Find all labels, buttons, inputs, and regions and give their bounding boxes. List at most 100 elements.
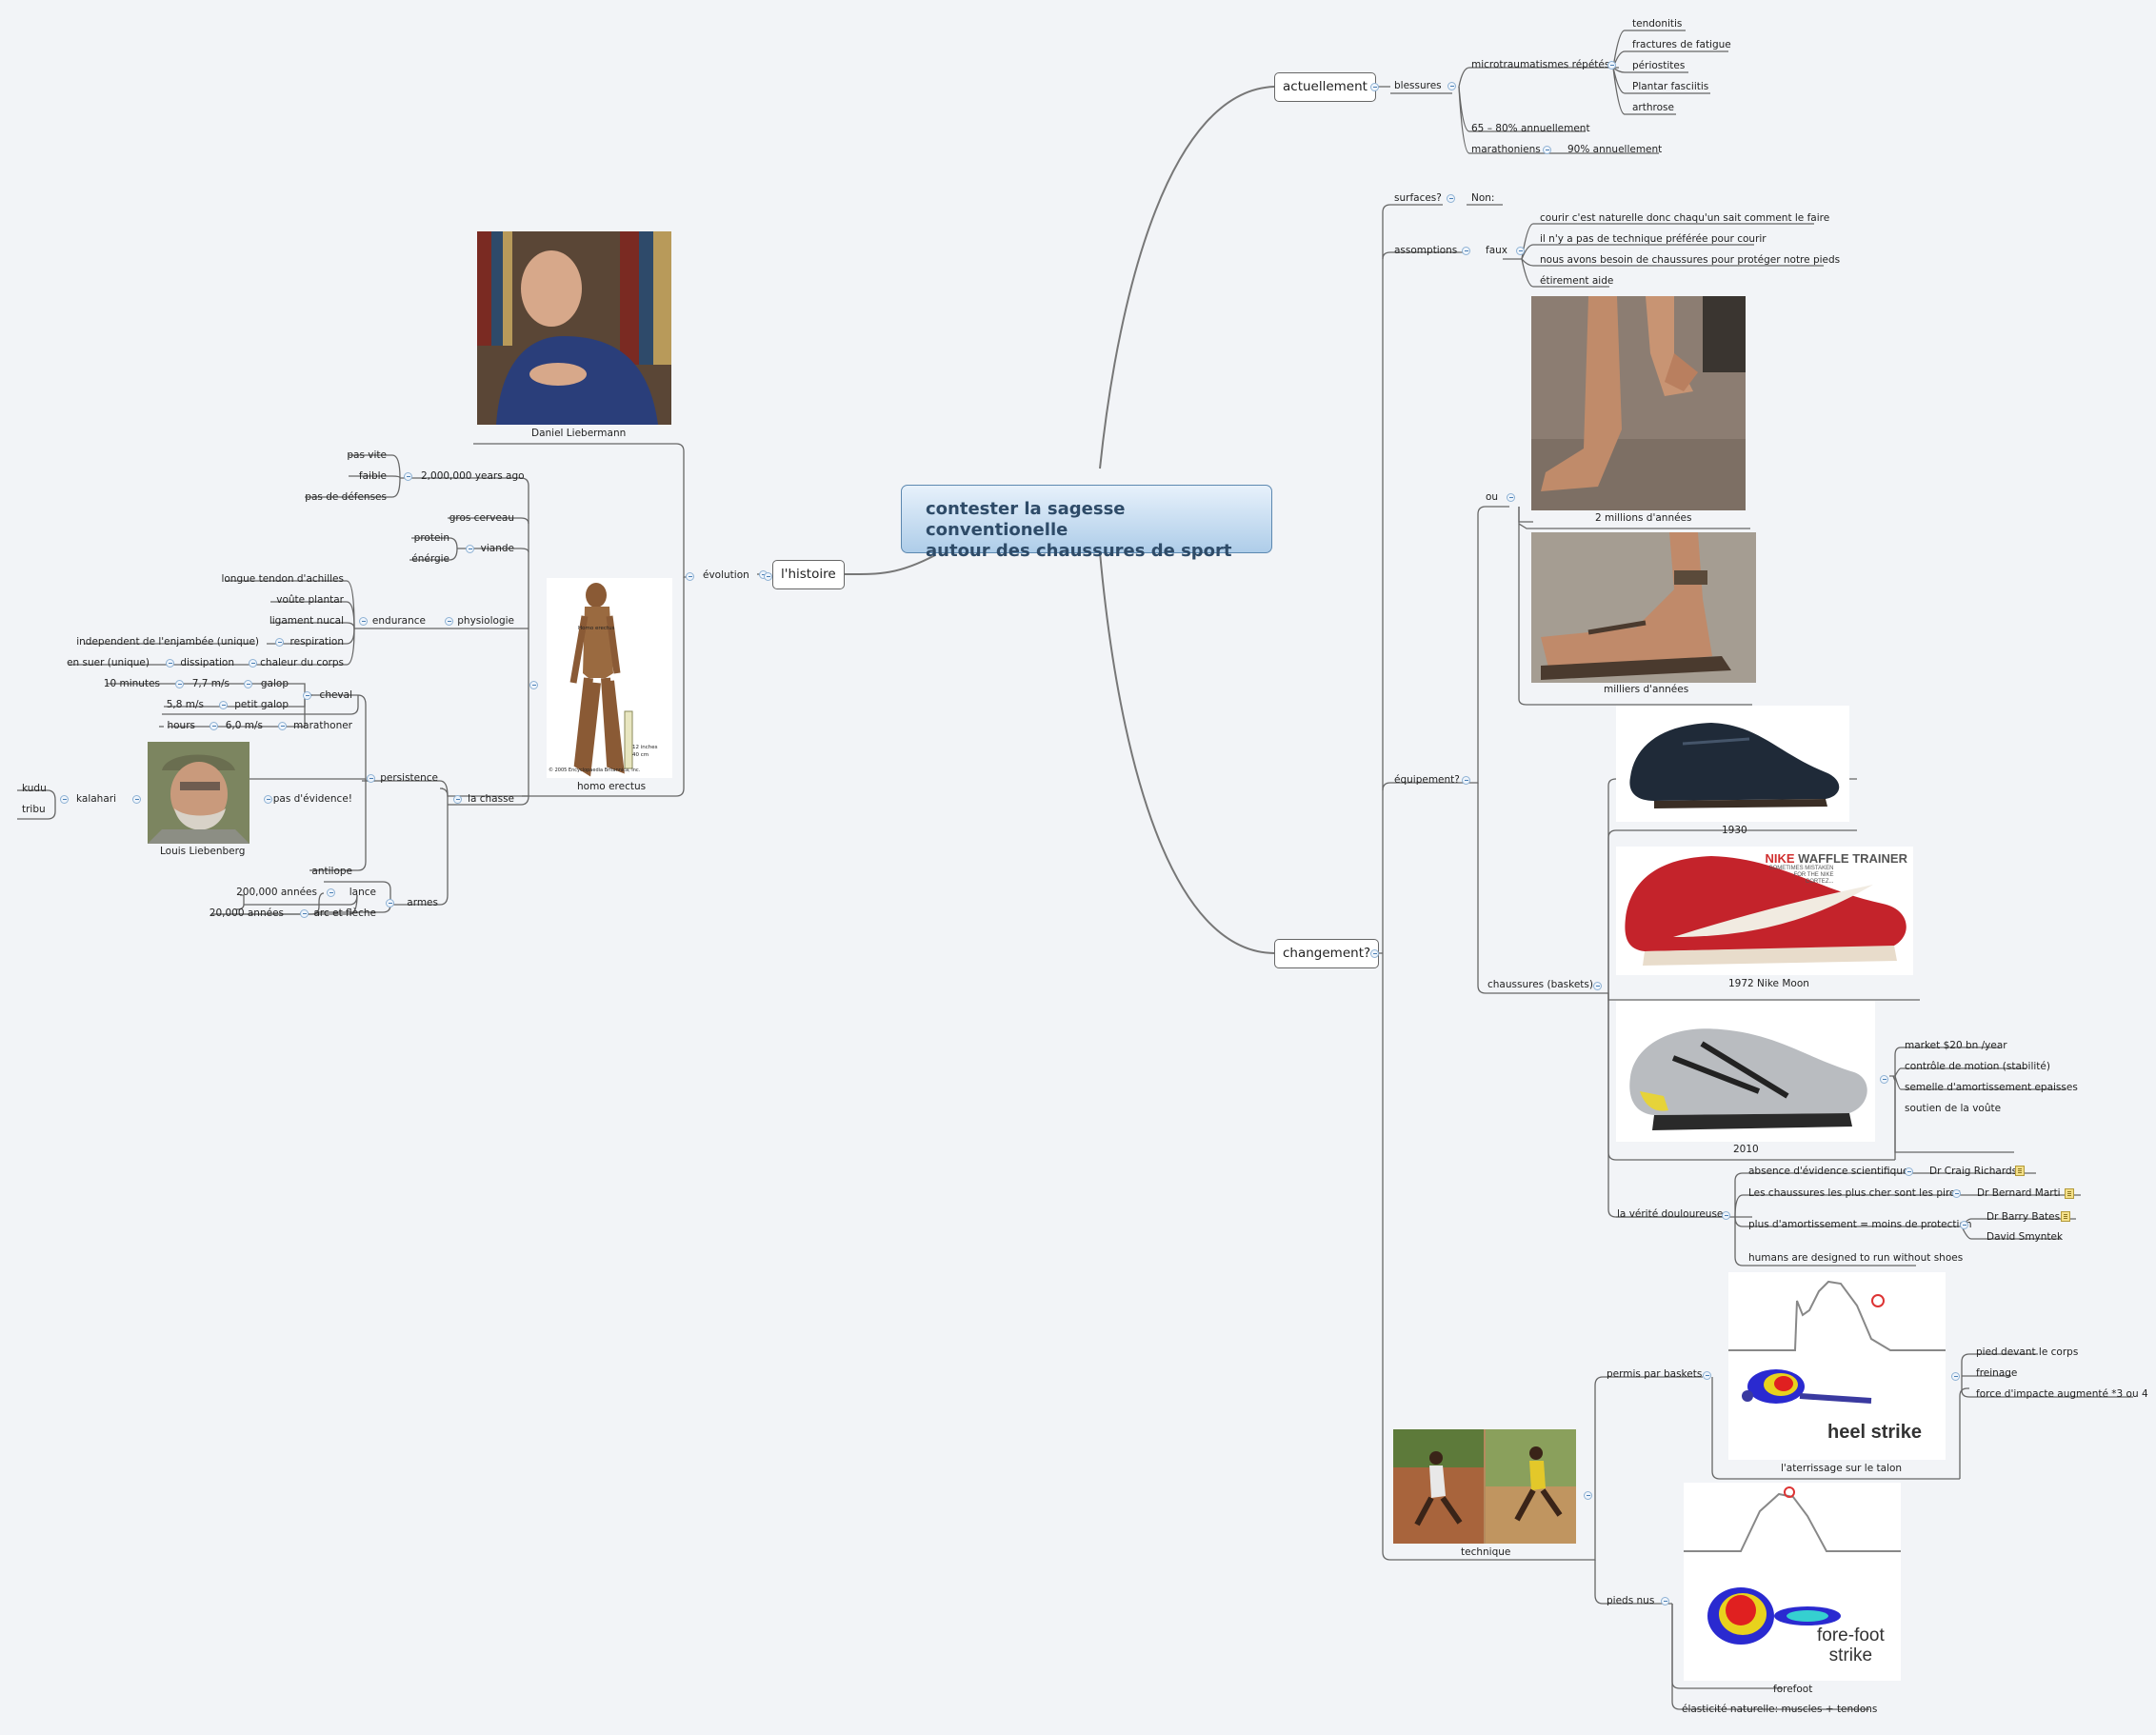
collapse-toggle-icon[interactable] [1905, 1167, 1913, 1176]
note-icon[interactable] [2065, 1188, 2074, 1199]
node-permis[interactable]: permis par baskets [1607, 1368, 1703, 1380]
collapse-toggle-icon[interactable] [367, 774, 375, 783]
galop-speed[interactable]: 7,7 m/s [191, 678, 230, 689]
node-years-ago[interactable]: 2,000,000 years ago [421, 470, 525, 482]
node-pieds-nus[interactable]: pieds nus [1607, 1595, 1655, 1606]
viande-item[interactable]: protein [413, 532, 449, 544]
node-blessures[interactable]: blessures [1394, 80, 1442, 91]
ago-item[interactable]: pas de défenses [305, 491, 387, 503]
collapse-toggle-icon[interactable] [1593, 982, 1602, 990]
note-icon[interactable] [2015, 1166, 2025, 1176]
item-2010[interactable]: semelle d'amortissement epaisses [1905, 1082, 2078, 1093]
node-non[interactable]: Non: [1471, 192, 1495, 204]
node-gros-cerveau[interactable]: gros cerveau [449, 512, 514, 524]
collapse-toggle-icon[interactable] [1584, 1491, 1592, 1500]
collapse-toggle-icon[interactable] [166, 659, 174, 668]
node-verite[interactable]: la vérité douloureuse [1617, 1208, 1724, 1220]
collapse-toggle-icon[interactable] [1960, 1221, 1968, 1229]
respiration-detail[interactable]: independent de l'enjambée (unique) [76, 636, 259, 648]
micro-item[interactable]: Plantar fasciitis [1632, 81, 1709, 92]
node-galop[interactable]: galop [260, 678, 289, 689]
node-respiration[interactable]: respiration [289, 636, 344, 648]
collapse-toggle-icon[interactable] [445, 617, 453, 626]
node-antilope[interactable]: antilope [311, 866, 352, 877]
node-technique[interactable]: technique [1461, 1546, 1511, 1558]
node-pct[interactable]: 65 – 80% annuellement [1471, 123, 1590, 134]
node-petit-galop[interactable]: petit galop [234, 699, 289, 710]
central-topic[interactable]: contester la sagesse conventionelle auto… [901, 485, 1272, 561]
verite-who[interactable]: Dr Bernard Marti [1977, 1187, 2061, 1199]
faux-item[interactable]: courir c'est naturelle donc chaqu'un sai… [1540, 212, 1830, 224]
node-lance[interactable]: lance [349, 887, 376, 898]
verite-who[interactable]: Dr Craig Richards [1929, 1166, 2018, 1177]
collapse-toggle-icon[interactable] [1370, 83, 1379, 91]
node-chaleur[interactable]: chaleur du corps [260, 657, 344, 668]
petit-galop-speed[interactable]: 5,8 m/s [166, 699, 204, 710]
collapse-toggle-icon[interactable] [1543, 146, 1551, 154]
node-pas-evidence[interactable]: pas d'évidence! [272, 793, 352, 805]
collapse-toggle-icon[interactable] [1462, 247, 1470, 255]
collapse-toggle-icon[interactable] [686, 572, 694, 581]
collapse-toggle-icon[interactable] [249, 659, 257, 668]
verite-item[interactable]: humans are designed to run without shoes [1748, 1252, 1964, 1264]
collapse-toggle-icon[interactable] [764, 572, 772, 581]
node-assomptions[interactable]: assomptions [1394, 245, 1458, 256]
collapse-toggle-icon[interactable] [244, 680, 252, 688]
collapse-toggle-icon[interactable] [132, 795, 141, 804]
item-2010[interactable]: soutien de la voûte [1905, 1103, 2002, 1114]
item-2010[interactable]: market $20 bn /year [1905, 1040, 2007, 1051]
collapse-toggle-icon[interactable] [1952, 1189, 1961, 1198]
node-surfaces[interactable]: surfaces? [1394, 192, 1442, 204]
node-kalahari[interactable]: kalahari [75, 793, 116, 805]
collapse-toggle-icon[interactable] [1722, 1211, 1730, 1220]
topic-changement[interactable]: changement? [1274, 939, 1380, 968]
collapse-toggle-icon[interactable] [303, 691, 311, 700]
endurance-item[interactable]: voûte plantar [276, 594, 344, 606]
collapse-toggle-icon[interactable] [1661, 1597, 1669, 1605]
topic-actuellement[interactable]: actuellement [1274, 72, 1376, 102]
ago-item[interactable]: faible [358, 470, 387, 482]
node-ou[interactable]: ou [1486, 491, 1499, 503]
collapse-toggle-icon[interactable] [404, 472, 412, 481]
collapse-toggle-icon[interactable] [1447, 194, 1455, 203]
collapse-toggle-icon[interactable] [175, 680, 184, 688]
node-endurance[interactable]: endurance [371, 615, 426, 627]
endurance-item[interactable]: longue tendon d'achilles [221, 573, 344, 585]
collapse-toggle-icon[interactable] [453, 795, 462, 804]
viande-item[interactable]: énérgie [411, 553, 449, 565]
collapse-toggle-icon[interactable] [1703, 1371, 1711, 1380]
node-cheval[interactable]: cheval [319, 689, 352, 701]
node-la-chasse[interactable]: la chasse [468, 793, 514, 805]
marathoner-speed[interactable]: 6,0 m/s [225, 720, 263, 731]
collapse-toggle-icon[interactable] [1447, 82, 1456, 90]
collapse-toggle-icon[interactable] [1507, 493, 1515, 502]
collapse-toggle-icon[interactable] [210, 722, 218, 730]
node-evolution[interactable]: évolution [703, 569, 749, 581]
galop-time[interactable]: 10 minutes [103, 678, 160, 689]
verite-item[interactable]: absence d'évidence scientifique [1748, 1166, 1909, 1177]
collapse-toggle-icon[interactable] [1951, 1372, 1960, 1381]
marathoner-hours[interactable]: hours [167, 720, 195, 731]
note-icon[interactable] [2061, 1211, 2070, 1222]
node-suer[interactable]: en suer (unique) [67, 657, 150, 668]
verite-item[interactable]: plus d'amortissement = moins de protecti… [1748, 1219, 1972, 1230]
collapse-toggle-icon[interactable] [300, 909, 309, 918]
collapse-toggle-icon[interactable] [466, 545, 474, 553]
collapse-toggle-icon[interactable] [275, 638, 284, 647]
collapse-toggle-icon[interactable] [359, 617, 368, 626]
micro-item[interactable]: tendonitis [1632, 18, 1683, 30]
heel-item[interactable]: pied devant le corps [1976, 1346, 2079, 1358]
collapse-toggle-icon[interactable] [1607, 61, 1616, 70]
node-marathoniens[interactable]: marathoniens [1471, 144, 1541, 155]
node-equipement[interactable]: équipement? [1394, 774, 1460, 786]
node-viande[interactable]: viande [480, 543, 514, 554]
faux-item[interactable]: nous avons besoin de chaussures pour pro… [1540, 254, 1841, 266]
node-physiologie[interactable]: physiologie [457, 615, 514, 627]
topic-histoire[interactable]: l'histoire [772, 560, 845, 589]
heel-item[interactable]: force d'impacte augmenté *3 ou 4 [1976, 1388, 2148, 1400]
faux-item[interactable]: il n'y a pas de technique préférée pour … [1540, 233, 1767, 245]
micro-item[interactable]: périostites [1632, 60, 1686, 71]
verite-who[interactable]: Dr Barry Bates [1986, 1211, 2061, 1223]
node-faux[interactable]: faux [1486, 245, 1507, 256]
collapse-toggle-icon[interactable] [386, 899, 394, 907]
